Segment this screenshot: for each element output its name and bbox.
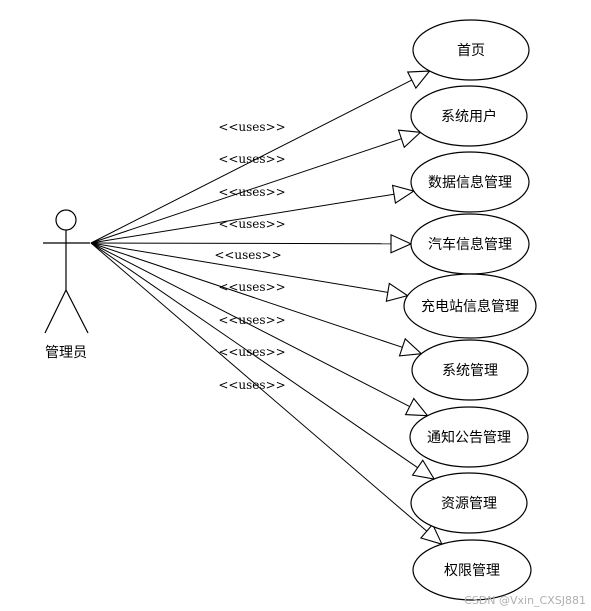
use-case-label: 系统用户 [441,108,497,125]
arrowhead [398,337,423,357]
watermark: CSDN @Vxin_CXSJ881 [464,594,586,607]
arrowhead [411,459,436,480]
association-line [90,242,403,348]
uses-stereotype: <<uses>> [218,120,285,134]
use-case[interactable]: 充电站信息管理 [403,273,537,339]
uses-stereotype: <<uses>> [218,280,285,294]
association-line [90,242,428,532]
use-case-ellipse[interactable] [410,85,528,147]
association-line [90,138,402,244]
use-case-label: 首页 [457,43,485,59]
use-case-label: 资源管理 [441,496,497,512]
actor-head [55,209,77,231]
association-line [90,242,410,408]
arrowhead [385,282,409,302]
arrowhead [406,70,431,90]
arrowhead [419,523,443,546]
association-line [90,242,392,245]
arrowhead [391,184,416,205]
association-line [90,79,413,244]
arrowhead [390,233,413,254]
use-case[interactable]: 首页 [412,19,530,81]
use-case[interactable]: 系统管理 [411,339,529,401]
actor-figure: 管理员 [43,209,90,361]
associations [90,70,443,546]
uses-stereotype: <<uses>> [214,248,281,262]
use-case[interactable]: 汽车信息管理 [410,213,530,275]
actor-name: 管理员 [45,345,87,361]
uses-stereotype: <<uses>> [218,185,285,199]
uses-stereotype: <<uses>> [218,345,285,359]
use-case-label: 数据信息管理 [428,174,512,191]
use-case-label: 权限管理 [444,563,500,579]
use-case-label: 充电站信息管理 [421,298,519,315]
use-case-ellipse[interactable] [410,151,530,213]
use-case-ellipse[interactable] [412,19,530,81]
arrowhead [404,397,429,417]
actor-right-leg [65,289,89,334]
use-case[interactable]: 通知公告管理 [409,406,529,468]
arrowhead [397,129,422,149]
use-case-label: 汽车信息管理 [428,236,512,253]
use-case[interactable]: 数据信息管理 [410,151,530,213]
uses-stereotype: <<uses>> [218,217,285,231]
use-case-label: 通知公告管理 [427,429,511,446]
use-case-ellipse[interactable] [409,406,529,468]
uses-stereotype: <<uses>> [218,152,285,166]
use-case-ellipse[interactable] [411,339,529,401]
association-line [90,242,388,293]
use-case-label: 系统管理 [442,363,498,379]
use-cases: 首页系统用户数据信息管理汽车信息管理充电站信息管理系统管理通知公告管理资源管理权… [403,19,537,601]
stereotype-labels: <<uses>> <<uses>> <<uses>> <<uses>> <<uses>>… [214,120,285,392]
uses-stereotype: <<uses>> [218,378,285,392]
use-case[interactable]: 系统用户 [410,85,528,147]
association-line [90,242,418,469]
use-case[interactable]: 权限管理 [412,539,532,601]
actor-left-leg [44,289,67,334]
association-line [90,193,395,244]
use-case-ellipse[interactable] [403,273,537,339]
use-case[interactable]: 资源管理 [410,472,528,534]
use-case-ellipse[interactable] [412,539,532,601]
uses-stereotype: <<uses>> [218,313,285,327]
use-case-ellipse[interactable] [410,472,528,534]
